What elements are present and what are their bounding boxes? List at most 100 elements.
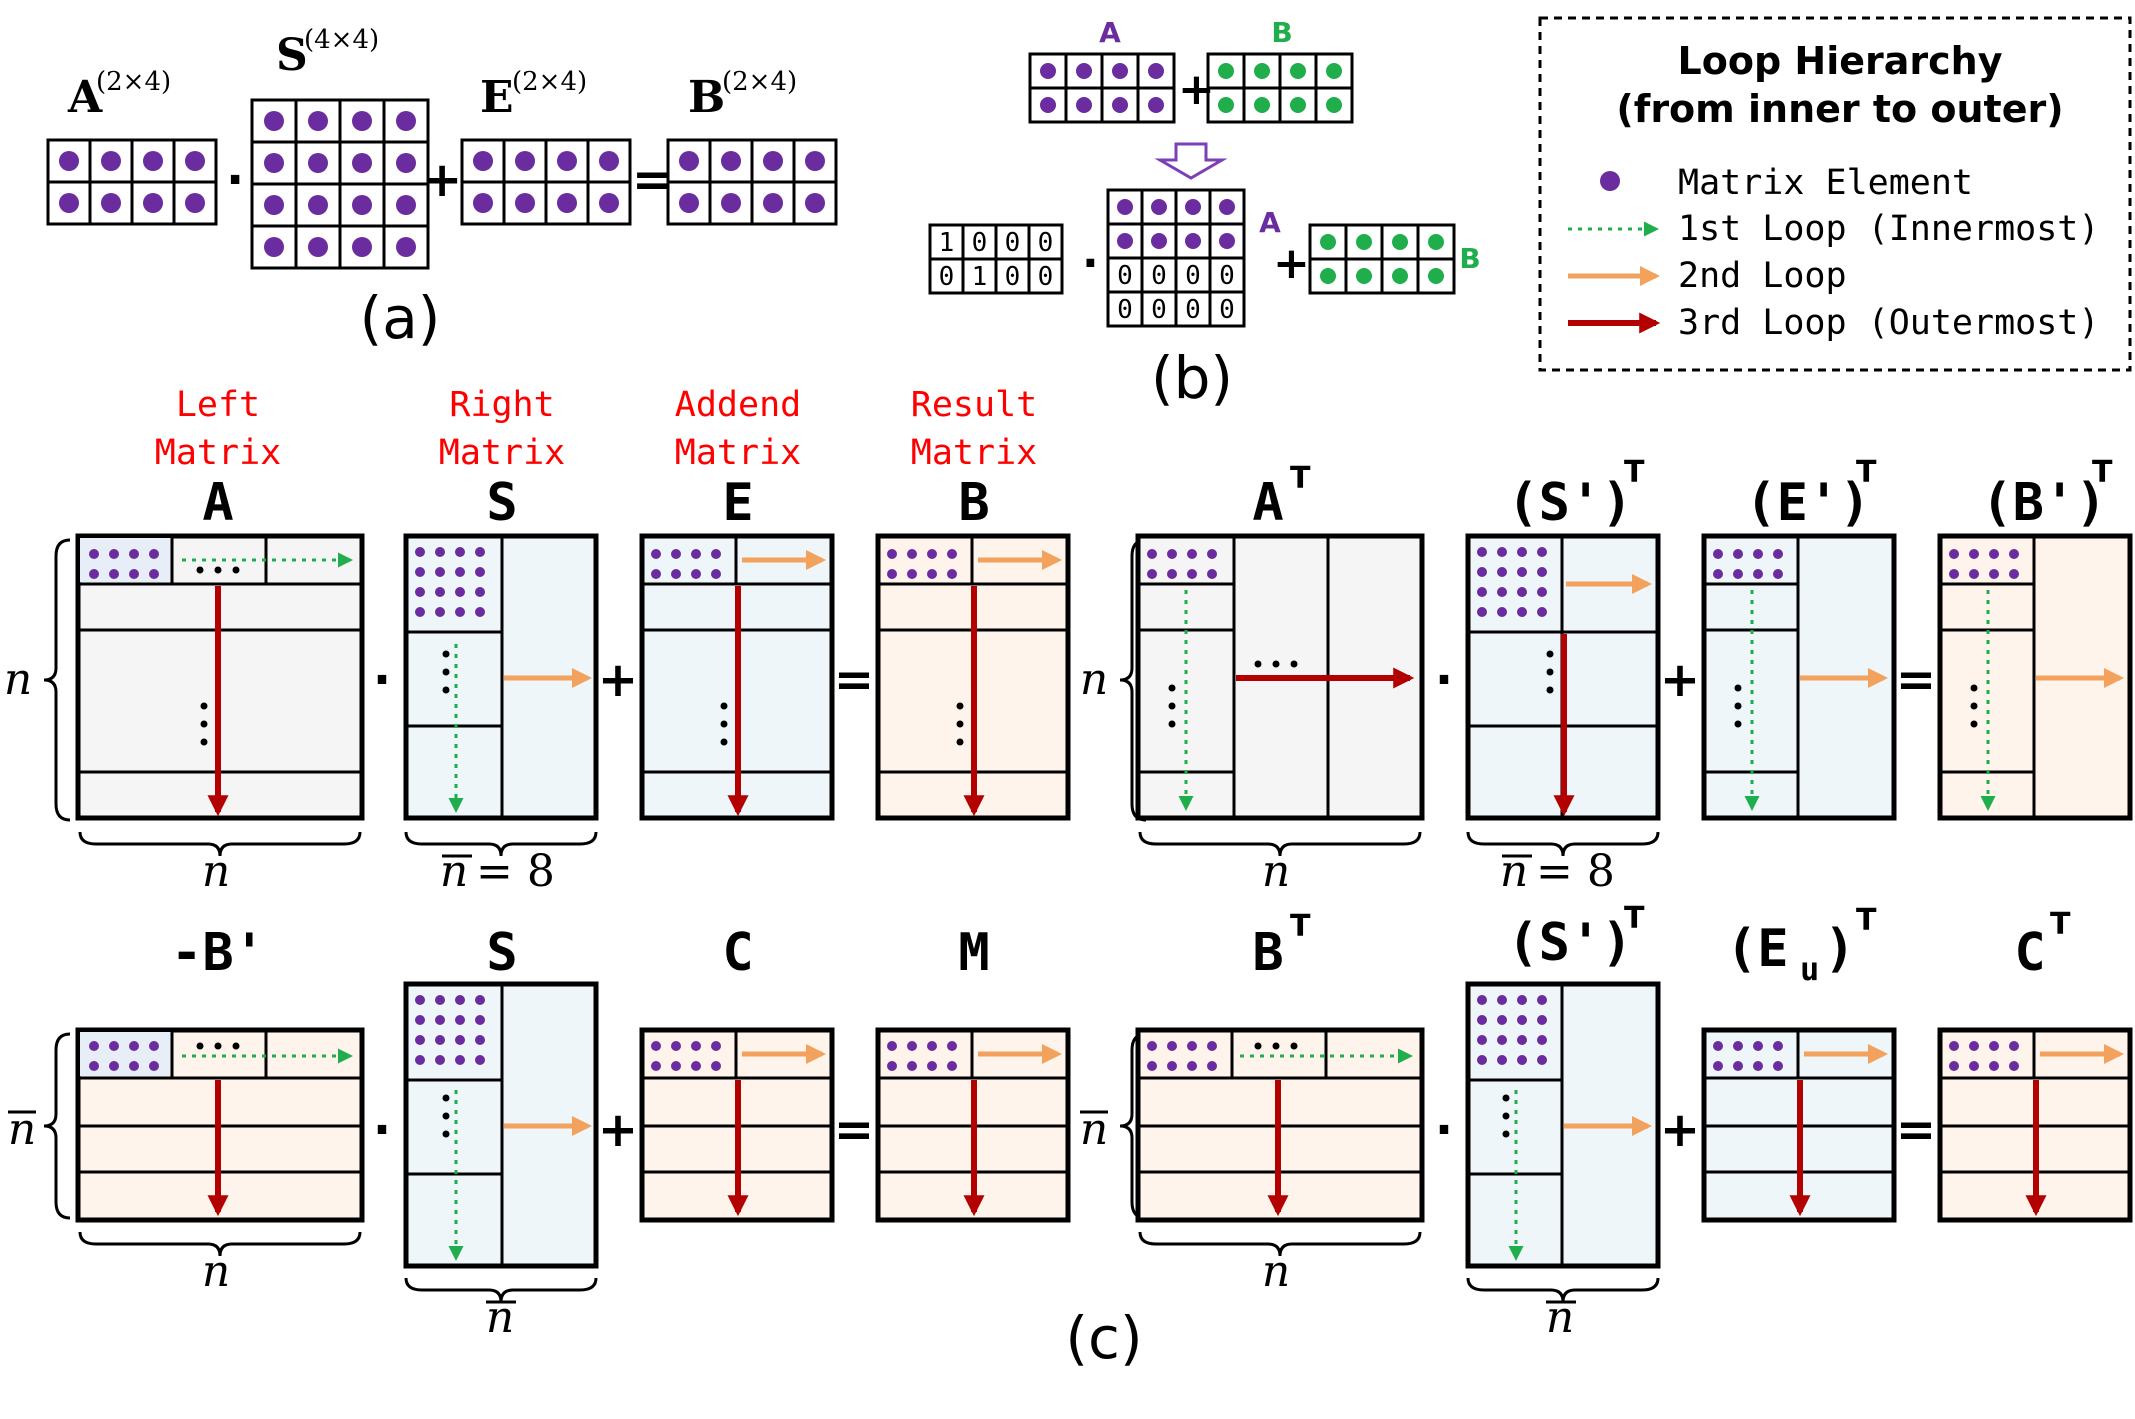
- c-r1-ST-elements-dot: [1517, 567, 1527, 577]
- c-r2-negB-ellipsis-h: [196, 1042, 240, 1050]
- c-r2-CT-elements-dot: [2009, 1041, 2019, 1051]
- dim-n-row1-A: n: [202, 846, 230, 897]
- role-right-line1: Right: [449, 385, 554, 425]
- c-r1-ST-elements: [1477, 547, 1547, 617]
- brace-row1-right: [1119, 538, 1147, 822]
- c-r1-ST-ellipsis-v-dot: [1546, 686, 1554, 694]
- c-r2-CT-elements-dot: [1969, 1061, 1979, 1071]
- c-r1-E-elements-dot: [711, 569, 721, 579]
- panel-a-matrix-S-element-dot: [352, 237, 372, 257]
- c-r1-BT-ellipsis-v-dot: [1970, 684, 1978, 692]
- panel-b-selector-matrix-cell-text: 0: [972, 228, 988, 258]
- c-r2-S-ellipsis-v: [442, 1094, 450, 1138]
- panel-b-zero-rows-cell-text: 0: [1151, 295, 1167, 325]
- c-r2-S-elements-dot: [435, 1055, 445, 1065]
- panel-b-stacked-B-element-dot: [1392, 234, 1408, 250]
- panel-a-matrix-S-element-dot: [264, 153, 284, 173]
- panel-a-matrix-E-element-dot: [599, 193, 619, 213]
- c-r2-ST-elements-dot: [1537, 1055, 1547, 1065]
- panel-a-matrix-S-element-dot: [264, 237, 284, 257]
- c-r2-ST-elements-dot: [1497, 995, 1507, 1005]
- panel-b-A-side-label: A: [1259, 206, 1281, 239]
- c-r2-BT-ellipsis-h-dot: [1272, 1042, 1280, 1050]
- c-r2-ST-elements-dot: [1517, 1015, 1527, 1025]
- c-r2-negB-elements-dot: [129, 1061, 139, 1071]
- c-r2-S-elements-dot: [415, 995, 425, 1005]
- c-r1-S-ellipsis-v-dot: [442, 686, 450, 694]
- c-r2-EuT-elements-dot: [1713, 1061, 1723, 1071]
- c-r2-negB-elements-dot: [89, 1041, 99, 1051]
- c-op-dot-r1b: ·: [1435, 652, 1453, 708]
- c-r1-A-elements-dot: [89, 569, 99, 579]
- dim-n-row2-negB: n: [202, 1246, 230, 1297]
- panel-b-stacked-B-element-dot: [1356, 234, 1372, 250]
- panel-c: [8, 533, 2133, 1304]
- panel-b-B-side-label: B: [1459, 242, 1480, 275]
- c-r2-negB-elements-dot: [129, 1041, 139, 1051]
- c-title-C: C: [722, 923, 753, 983]
- panel-a-matrix-A-element-dot: [143, 193, 163, 213]
- panel-a-matrix-E-element-dot: [515, 151, 535, 171]
- c-r1-A-elements-dot: [89, 549, 99, 559]
- role-right-line2: Matrix: [439, 433, 565, 473]
- panel-b-matrix-A: [1028, 52, 1176, 124]
- c-r2-CT-elements-dot: [1989, 1041, 1999, 1051]
- c-r2-M-elements-dot: [907, 1041, 917, 1051]
- panel-b-stacked-B-element-dot: [1320, 268, 1336, 284]
- c-r1-B-elements-dot: [927, 549, 937, 559]
- c-r2-C-elements-dot: [671, 1041, 681, 1051]
- c-r2-S-elements-dot: [435, 995, 445, 1005]
- c-op-plus-r2a: +: [598, 1102, 638, 1158]
- c-r2-S-ellipsis-v-dot: [442, 1112, 450, 1120]
- panel-b-matrix-B-element-dot: [1290, 63, 1306, 79]
- c-r1-B-elements-dot: [947, 549, 957, 559]
- c-r1-A-ellipsis-v-dot: [200, 738, 208, 746]
- c-title-negB: -B': [171, 923, 265, 983]
- c-r1-B-elements-dot: [887, 549, 897, 559]
- c-r2-negB-elements-dot: [89, 1061, 99, 1071]
- c-r1-E-ellipsis-v-dot: [720, 738, 728, 746]
- c-title-ET: (E'): [1745, 473, 1870, 533]
- c-op-eq-r2a: =: [834, 1102, 874, 1158]
- c-r1-S-elements-dot: [435, 567, 445, 577]
- c-r1-AT-elements-dot: [1207, 549, 1217, 559]
- c-r2-BT-elements-dot: [1167, 1061, 1177, 1071]
- brace-row1-A-bottom: [78, 831, 362, 857]
- panel-b-matrix-B-element-dot: [1218, 63, 1234, 79]
- panel-b-caption: (b): [1151, 344, 1233, 412]
- c-r1-S-elements-dot: [415, 587, 425, 597]
- legend-box: [1538, 16, 2132, 372]
- c-r2-C-elements-dot: [711, 1041, 721, 1051]
- c-r1-ST-elements-dot: [1537, 547, 1547, 557]
- c-r2-BT-elements: [1147, 1041, 1217, 1071]
- c-r2-S-elements-dot: [475, 1015, 485, 1025]
- c-r1-ET-elements-dot: [1713, 569, 1723, 579]
- c-r1-ST-elements-dot: [1537, 607, 1547, 617]
- c-r2-S-elements-dot: [455, 1055, 465, 1065]
- c-r1-A-elements-dot: [149, 569, 159, 579]
- panel-b-matrix-A-element-dot: [1076, 97, 1092, 113]
- dim-n-row1-left: n: [4, 654, 32, 705]
- c-r2-C-elements-dot: [651, 1041, 661, 1051]
- c-r1-S-elements-dot: [415, 567, 425, 577]
- c-r2-negB-ellipsis-h-dot: [214, 1042, 222, 1050]
- c-r1-BT-ellipsis-v-dot: [1970, 720, 1978, 728]
- c-r2-CT-elements: [1949, 1041, 2019, 1071]
- c-r1-E-elements-dot: [691, 549, 701, 559]
- panel-a-E-dim: (2×4): [512, 67, 587, 97]
- c-r1-E-elements-dot: [711, 549, 721, 559]
- dim-n-row1-AT: n: [1262, 846, 1290, 897]
- c-r1-BT-elements-dot: [1949, 569, 1959, 579]
- c-r1-S-elements-dot: [475, 607, 485, 617]
- c-sup-AT: T: [1290, 461, 1311, 496]
- panel-b-zero-rows-cell-text: 0: [1185, 261, 1201, 291]
- panel-b-stacked-B-element-dot: [1320, 234, 1336, 250]
- c-r1-A-elements-dot: [129, 569, 139, 579]
- panel-a-matrix-S-element-dot: [396, 195, 416, 215]
- panel-a-S-dim: (4×4): [304, 25, 379, 55]
- panel-a-matrix-B-element-dot: [763, 151, 783, 171]
- c-r2-negB-elements-dot: [149, 1061, 159, 1071]
- legend-item-2-label: 2nd Loop: [1678, 256, 1847, 296]
- c-r1-AT-ellipsis-v-dot: [1168, 702, 1176, 710]
